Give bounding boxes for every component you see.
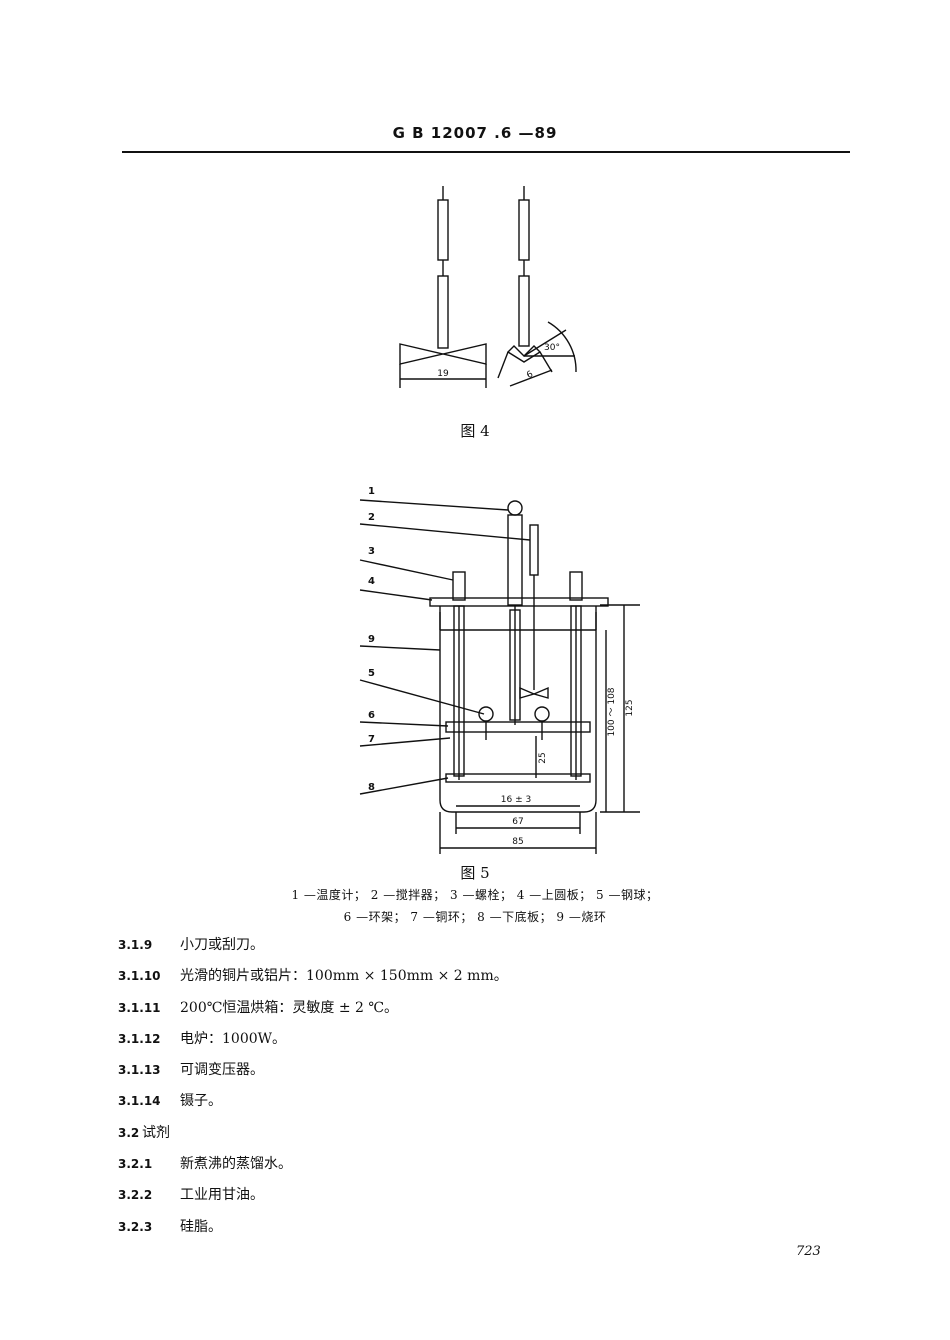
figure-5-legend-line-2: 6 —环架； 7 —铜环； 8 —下底板； 9 —烧环 bbox=[343, 910, 607, 924]
figure-5-legend-line-1: 1 —温度计； 2 —搅拌器； 3 —螺栓； 4 —上圆板； 5 —钢球； bbox=[291, 888, 659, 902]
callout-9: 9 bbox=[368, 634, 375, 645]
item-number: 3.1.13 bbox=[118, 1063, 161, 1078]
figure-5-drawing: 1 2 3 4 9 5 6 7 8 125 100 ～ 108 25 16 ± … bbox=[359, 486, 640, 854]
item-number: 3.2.1 bbox=[118, 1157, 153, 1172]
item-number: 3.1.14 bbox=[118, 1094, 161, 1109]
dim-100-108: 100 ～ 108 bbox=[607, 687, 617, 736]
item-number: 3.2 bbox=[118, 1125, 140, 1140]
dim-125: 125 bbox=[625, 699, 635, 716]
callout-6: 6 bbox=[368, 710, 375, 721]
figure-5-caption: 图 5 bbox=[460, 864, 490, 882]
item-text: 200℃恒温烘箱：灵敏度 ± 2 ℃。 bbox=[180, 999, 399, 1016]
list-item: 3.1.14 镊子。 bbox=[118, 1086, 818, 1117]
item-number: 3.1.12 bbox=[118, 1031, 161, 1046]
item-number: 3.1.9 bbox=[118, 938, 153, 952]
fig4-dim-angle: 30° bbox=[544, 343, 560, 353]
callout-4: 4 bbox=[368, 576, 375, 587]
list-item: 3.2.3 硅脂。 bbox=[118, 1212, 818, 1243]
standard-code: G B 12007 .6 —89 bbox=[392, 124, 558, 142]
callout-3: 3 bbox=[368, 546, 375, 557]
fig4-dim-blade: 6 bbox=[525, 369, 535, 381]
figure-4-drawing: 19 6 30° bbox=[399, 186, 577, 388]
dim-16: 16 ± 3 bbox=[501, 795, 531, 805]
item-text: 工业用甘油。 bbox=[180, 1187, 264, 1204]
figure-5-callouts: 1 2 3 4 9 5 6 7 8 bbox=[368, 486, 375, 793]
list-item: 3.1.11 200℃恒温烘箱：灵敏度 ± 2 ℃。 bbox=[118, 993, 818, 1024]
item-text: 新煮沸的蒸馏水。 bbox=[180, 1156, 292, 1173]
item-text: 试剂 bbox=[142, 1124, 170, 1141]
dim-25: 25 bbox=[538, 752, 548, 763]
callout-5: 5 bbox=[368, 668, 375, 679]
callout-2: 2 bbox=[368, 512, 375, 523]
item-number: 3.2.3 bbox=[118, 1219, 153, 1234]
item-text: 光滑的铜片或铝片：100mm × 150mm × 2 mm。 bbox=[180, 968, 508, 985]
item-number: 3.1.11 bbox=[118, 1000, 161, 1015]
dim-67: 67 bbox=[512, 817, 523, 827]
page-number: 723 bbox=[796, 1244, 821, 1259]
list-item: 3.2.1 新煮沸的蒸馏水。 bbox=[118, 1149, 818, 1180]
dim-85: 85 bbox=[512, 837, 523, 847]
item-list: 3.1.9 小刀或刮刀。 3.1.10 光滑的铜片或铝片：100mm × 150mm… bbox=[118, 930, 818, 1243]
callout-8: 8 bbox=[368, 782, 375, 793]
callout-1: 1 bbox=[368, 486, 375, 497]
list-item: 3.1.9 小刀或刮刀。 bbox=[118, 930, 818, 961]
item-number: 3.2.2 bbox=[118, 1188, 153, 1203]
list-item: 3.1.10 光滑的铜片或铝片：100mm × 150mm × 2 mm。 bbox=[118, 961, 818, 992]
callout-7: 7 bbox=[368, 734, 375, 745]
item-number: 3.1.10 bbox=[118, 969, 161, 984]
item-text: 镊子。 bbox=[180, 1093, 222, 1110]
fig4-dim-width: 19 bbox=[437, 369, 449, 379]
figure-4-caption: 图 4 bbox=[460, 422, 490, 440]
item-text: 可调变压器。 bbox=[180, 1062, 264, 1079]
list-item: 3.2.2 工业用甘油。 bbox=[118, 1180, 818, 1211]
list-item: 3.1.13 可调变压器。 bbox=[118, 1055, 818, 1086]
item-text: 小刀或刮刀。 bbox=[180, 937, 264, 953]
list-item: 3.1.12 电炉：1000W。 bbox=[118, 1024, 818, 1055]
header-rule bbox=[122, 151, 850, 153]
item-text: 硅脂。 bbox=[180, 1218, 222, 1235]
item-text: 电炉：1000W。 bbox=[180, 1030, 287, 1047]
